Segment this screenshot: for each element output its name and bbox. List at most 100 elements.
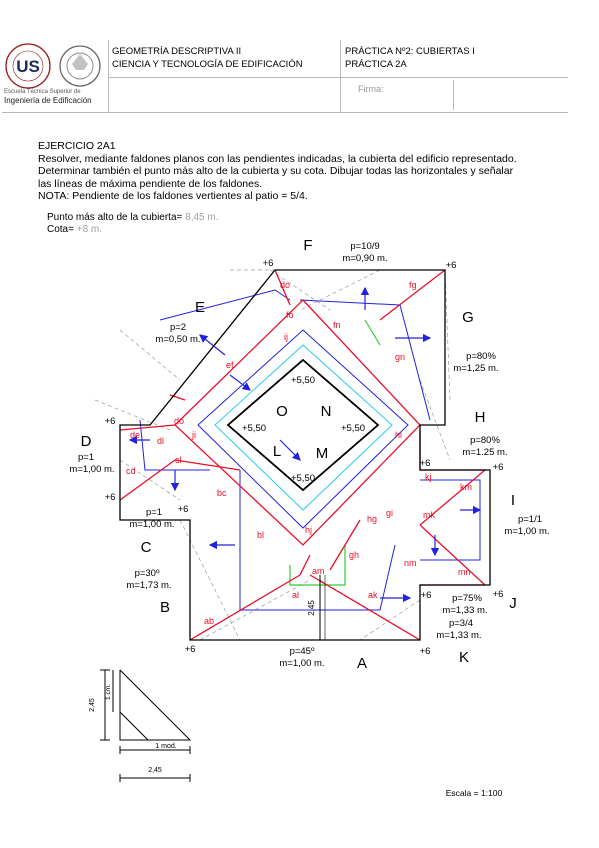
- slope-a-m: m=1,00 m.: [279, 658, 324, 669]
- level-courtyard: +5,50: [291, 375, 315, 386]
- line-label: fn: [333, 320, 341, 330]
- triangle-base: 2,45: [148, 767, 162, 774]
- level-courtyard: +5,50: [242, 423, 266, 434]
- line-label: cl: [175, 455, 182, 465]
- slope-j-p: p=75%: [452, 593, 482, 604]
- line-label: fg: [409, 280, 417, 290]
- slope-h-p: p=80%: [470, 435, 500, 446]
- line-label: ak: [368, 590, 378, 600]
- statement-line: Resolver, mediante faldones planos con l…: [38, 152, 517, 165]
- level-eave: +6: [493, 589, 504, 600]
- slope-g-p: p=80%: [466, 351, 496, 362]
- face-letter-g: G: [462, 309, 474, 326]
- slope-f-m: m=0,90 m.: [342, 253, 387, 264]
- face-letter-b: B: [160, 599, 170, 616]
- line-label: mn: [458, 567, 471, 577]
- slope-f-p: p=10/9: [350, 241, 379, 252]
- level-eave: +6: [263, 258, 274, 269]
- line-label: hj: [305, 525, 312, 535]
- practice-line1: PRÁCTICA Nº2: CUBIERTAS I: [345, 46, 475, 57]
- practice-line2: PRÁCTICA 2A: [345, 59, 407, 70]
- line-label: bl: [257, 530, 264, 540]
- face-letter-d: D: [81, 433, 92, 450]
- subject-line1: GEOMETRÍA DESCRIPTIVA II: [112, 46, 242, 57]
- slope-labels: p=10/9 m=0,90 m. p=2 m=0,50 m. p=80% m=1…: [69, 241, 549, 669]
- line-label: ji: [191, 430, 196, 440]
- statement-line: NOTA: Pendiente de los faldones vertient…: [38, 190, 308, 202]
- line-label: km: [460, 482, 472, 492]
- face-letters: F E G D H I C B J K A O N L M: [81, 237, 517, 672]
- line-label: de: [130, 430, 140, 440]
- ridge-lines: [119, 269, 486, 641]
- slope-a-p: p=45º: [290, 646, 315, 657]
- exercise-statement: EJERCICIO 2A1 Resolver, mediante faldone…: [38, 140, 578, 203]
- green-lines: [289, 319, 381, 586]
- line-label: do: [280, 280, 290, 290]
- school-line1: Escuela Técnica Superior de: [4, 89, 81, 95]
- scale-label: Escala = 1:100: [446, 788, 503, 798]
- line-label: kj: [425, 472, 432, 482]
- slope-j-m: m=1,33 m.: [442, 605, 487, 616]
- face-letter-f: F: [303, 237, 312, 254]
- slope-g-m: m=1,25 m.: [453, 363, 498, 374]
- face-letter-c: C: [141, 539, 152, 556]
- courtyard-outline: [226, 358, 380, 492]
- line-label: ij: [284, 332, 288, 342]
- line-label: mk: [423, 510, 435, 520]
- face-letter-m: M: [316, 445, 329, 462]
- level-markers: +6 +6 +6 +6 +6 +6 +6 +6 +6 +6 +6 +5,50 +…: [105, 258, 504, 657]
- line-label: do: [174, 416, 184, 426]
- school-name: Escuela Técnica Superior de Ingeniería d…: [4, 89, 92, 105]
- answers: Punto más alto de la cubierta= 8,45 m. C…: [47, 212, 219, 236]
- slope-c-m: m=1,00 m.: [129, 519, 174, 530]
- face-letter-j: J: [509, 595, 517, 612]
- line-label: hg: [367, 514, 377, 524]
- face-letter-h: H: [475, 409, 486, 426]
- level-eave: +6: [178, 504, 189, 515]
- slope-e-m: m=0,50 m.: [155, 334, 200, 345]
- cota-label: Cota=: [47, 224, 74, 235]
- slope-i-m: m=1,00 m.: [504, 526, 549, 537]
- face-letter-o: O: [276, 403, 288, 420]
- slope-h-m: m=1.25 m.: [462, 447, 507, 458]
- line-label: am: [312, 566, 325, 576]
- face-letter-n: N: [321, 403, 332, 420]
- slope-c-p: p=1: [146, 507, 162, 518]
- level-courtyard: +5,50: [291, 473, 315, 484]
- line-label: cd: [126, 466, 136, 476]
- face-letter-e: E: [195, 299, 205, 316]
- level-eave: +6: [420, 646, 431, 657]
- line-label: dl: [157, 436, 164, 446]
- slope-d-p: p=1: [78, 452, 94, 463]
- line-label: ef: [226, 360, 234, 370]
- level-eave: +6: [446, 260, 457, 271]
- line-label: bc: [217, 488, 227, 498]
- level-eave: +6: [105, 492, 116, 503]
- subject-title: GEOMETRÍA DESCRIPTIVA II CIENCIA Y TECNO…: [112, 45, 303, 71]
- highest-point-value: 8,45 m.: [185, 212, 219, 223]
- line-label: nm: [404, 558, 417, 568]
- slope-i-p: p=1/1: [518, 514, 542, 525]
- exercise-title: EJERCICIO 2A1: [38, 140, 116, 152]
- slope-k-p: p=3/4: [449, 618, 473, 629]
- slope-e-p: p=2: [170, 322, 186, 333]
- line-label: ab: [204, 616, 214, 626]
- scale-triangle: [100, 669, 192, 782]
- face-letter-l: L: [273, 443, 281, 460]
- building-outline: [119, 269, 491, 641]
- line-label: gn: [395, 352, 405, 362]
- school-line2: Ingeniería de Edificación: [4, 96, 92, 105]
- dimension-label: 2,45: [307, 600, 316, 616]
- level-eave: +6: [185, 644, 196, 655]
- level-courtyard: +5,50: [341, 423, 365, 434]
- triangle-unit: 1 cm.: [105, 684, 112, 700]
- line-label: gh: [349, 550, 359, 560]
- level-eave: +6: [493, 462, 504, 473]
- highest-point-label: Punto más alto de la cubierta=: [47, 212, 183, 223]
- practice-title: PRÁCTICA Nº2: CUBIERTAS I PRÁCTICA 2A: [345, 45, 475, 71]
- slope-d-m: m=1,00 m.: [69, 464, 114, 475]
- subject-line2: CIENCIA Y TECNOLOGÍA DE EDIFICACIÓN: [112, 59, 303, 70]
- triangle-module: 1 mod.: [155, 743, 176, 750]
- statement-line: Determinar también el punto más alto de …: [38, 165, 514, 177]
